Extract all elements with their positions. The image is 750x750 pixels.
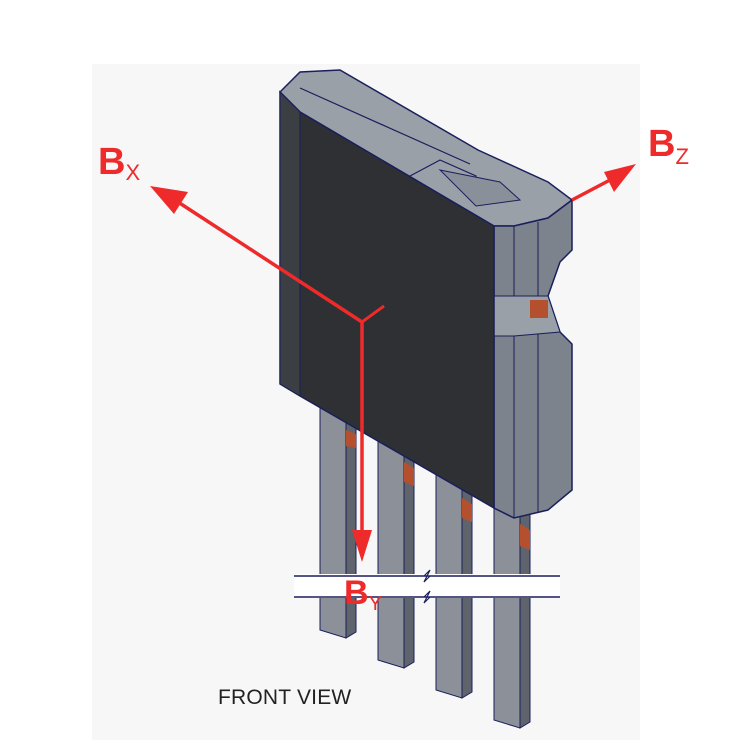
lead-break-lines [294,569,560,604]
axis-labels: BX BZ BY [98,123,689,615]
by-label: BY [344,574,382,615]
axis-arrows [150,164,636,562]
by-arrowhead [352,530,372,562]
bx-arrowhead [150,186,188,214]
bz-label: BZ [648,123,689,169]
bz-arrowhead [604,164,636,192]
lead-2 [377,439,415,669]
view-caption: FRONT VIEW [218,686,352,709]
bx-label: BX [98,141,140,185]
lead-4 [493,499,531,729]
body-side-face [493,198,573,519]
bz-arrow-shaft [571,178,611,202]
package-body [278,69,574,519]
bx-arrow-shaft [177,200,363,324]
